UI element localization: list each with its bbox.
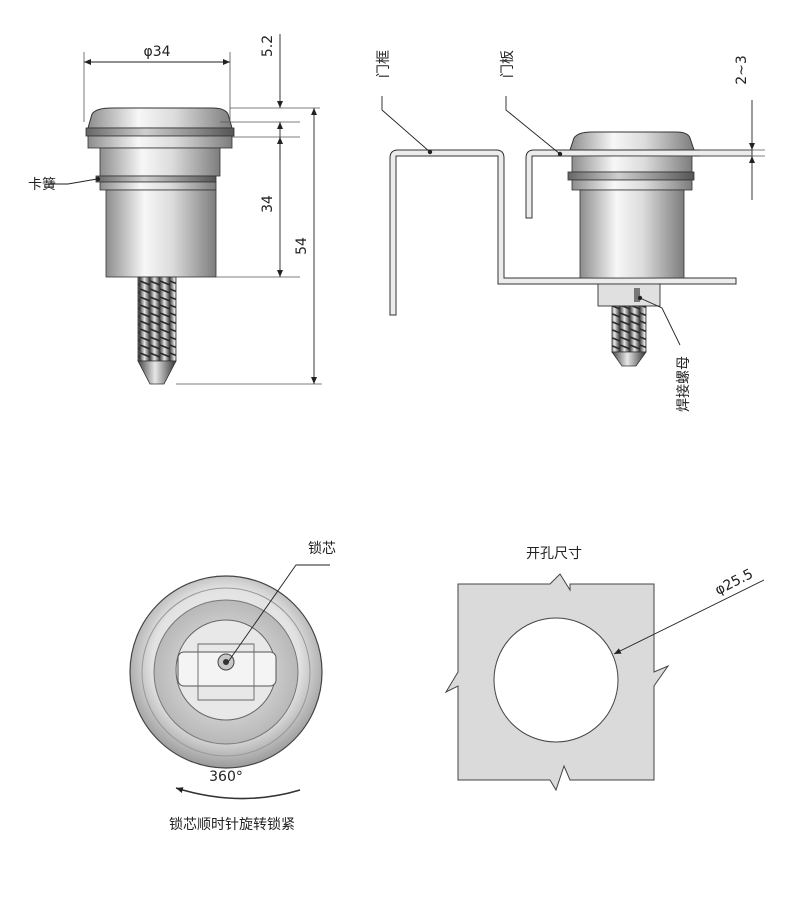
side-view-lock: [50, 34, 322, 385]
front-view-lock: [129, 564, 330, 800]
dim-head-diameter: φ34: [143, 44, 170, 60]
label-lock-core: 锁芯: [308, 541, 336, 557]
dim-panel-gap: 2~3: [734, 55, 750, 85]
label-rotation: 360°: [209, 769, 243, 785]
dim-body-length: 34: [260, 195, 276, 213]
label-cutout-size: 开孔尺寸: [526, 546, 582, 562]
dim-total-length: 54: [294, 237, 310, 255]
label-door-panel: 门板: [500, 50, 516, 78]
cutout-hole: [493, 617, 619, 743]
label-spring-clip: 卡簧: [28, 177, 56, 193]
installation-view: [381, 96, 765, 367]
screw-thread: [137, 276, 177, 362]
cutout-diagram: [444, 573, 765, 792]
spring-clip-marker: [95, 176, 101, 182]
dim-hole-diameter: φ25.5: [713, 566, 756, 599]
rotation-arrow: [175, 787, 301, 800]
label-door-frame: 门框: [376, 50, 392, 78]
door-frame-sheet: [389, 149, 737, 316]
dim-head-gap: 5.2: [260, 35, 276, 57]
label-instruction: 锁芯顺时针旋转锁紧: [169, 817, 295, 833]
screw-tip: [137, 360, 177, 385]
label-weld-nut: 焊接螺母: [675, 356, 692, 412]
